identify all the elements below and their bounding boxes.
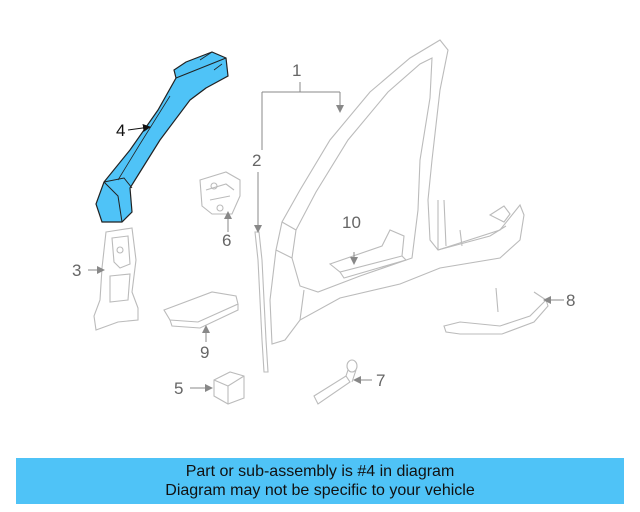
- parts-diagram-svg: [88, 39, 564, 405]
- part-5-bracket[interactable]: [213, 371, 245, 405]
- callout-2: 2: [252, 151, 262, 170]
- callout-5: 5: [174, 379, 184, 398]
- part-6-hinge[interactable]: [199, 171, 241, 215]
- part-3-lower-pillar[interactable]: [93, 227, 139, 331]
- callout-3: 3: [72, 261, 82, 280]
- parts-diagram: 1 2 3 4 5 6 7 8 9 10: [72, 39, 576, 405]
- callout-10: 10: [342, 213, 361, 232]
- callout-4: 4: [116, 121, 126, 140]
- part-1-body-side[interactable]: [269, 39, 525, 345]
- banner-line-1: Part or sub-assembly is #4 in diagram: [185, 463, 455, 480]
- callout-8: 8: [566, 291, 576, 310]
- part-2-seal[interactable]: [254, 231, 269, 373]
- part-7-rail[interactable]: [313, 359, 358, 405]
- part-9-pad[interactable]: [163, 291, 239, 329]
- banner-line-2: Diagram may not be specific to your vehi…: [165, 482, 475, 499]
- callout-6: 6: [222, 231, 232, 250]
- callout-1: 1: [292, 61, 302, 80]
- part-8-sill[interactable]: [443, 287, 549, 335]
- callout-9: 9: [200, 343, 210, 362]
- info-banner: Part or sub-assembly is #4 in diagram Di…: [16, 458, 624, 504]
- leader-lines: [88, 82, 564, 392]
- part-4-pillar-reinforcement[interactable]: [95, 51, 229, 223]
- part-10-sill-piece[interactable]: [328, 229, 408, 279]
- callout-7: 7: [376, 371, 386, 390]
